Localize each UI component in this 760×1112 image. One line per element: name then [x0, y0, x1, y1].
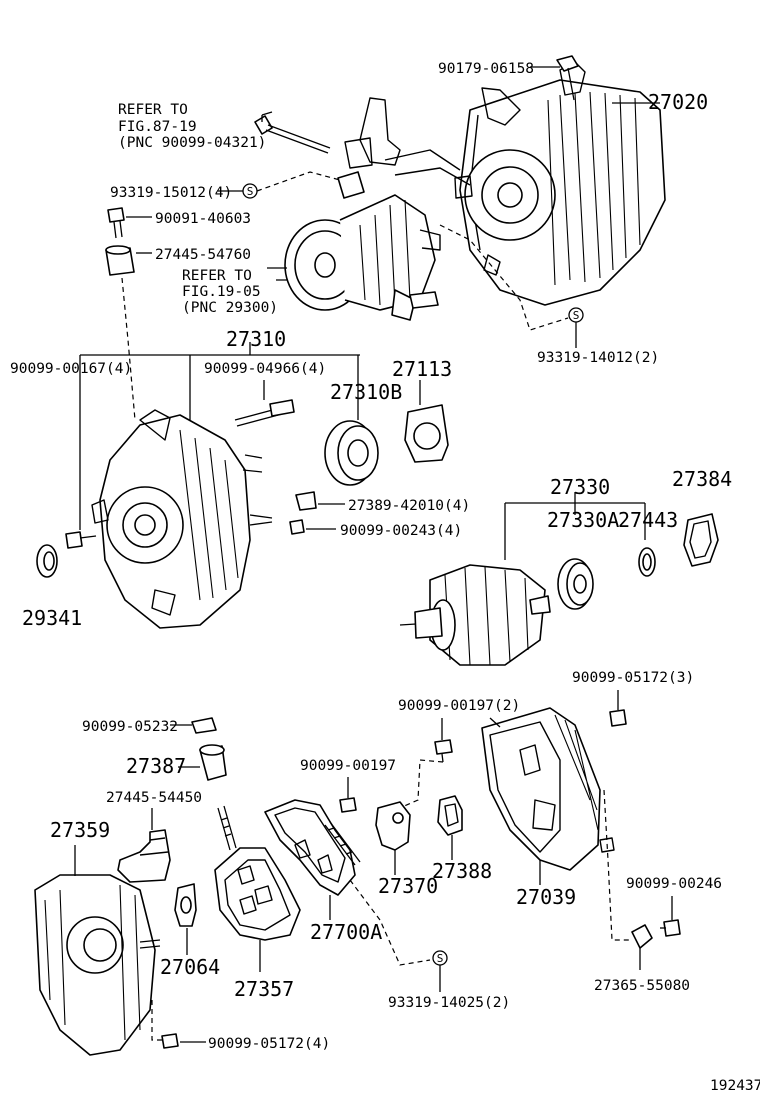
alternator-assembly-drawing [454, 61, 666, 306]
refer-note-line3: (PNC 90099-04321) [118, 135, 266, 151]
svg-text:S: S [573, 309, 580, 322]
screw-90099-00197-drawing [339, 797, 357, 813]
label-27020: 27020 [648, 90, 708, 114]
label-27064: 27064 [160, 955, 220, 979]
label-27445-54760: 27445-54760 [155, 247, 251, 263]
brush-holder-27700A-drawing [264, 799, 361, 896]
s-marker-top: S [242, 183, 258, 199]
label-27700A: 27700A [310, 920, 382, 944]
label-27330A: 27330A [547, 508, 619, 532]
figure-number: 192437 [710, 1078, 760, 1094]
label-90091-40603: 90091-40603 [155, 211, 251, 227]
mounting-bracket-drawing [344, 97, 471, 186]
gasket-27064-drawing [174, 883, 197, 927]
label-27388: 27388 [432, 859, 492, 883]
label-27357: 27357 [234, 977, 294, 1001]
collar-27445-54760-drawing [105, 245, 135, 276]
s-marker-bottom: S [432, 950, 448, 966]
terminal-27387-drawing [199, 744, 227, 781]
nut-90099-05232-drawing [191, 717, 217, 734]
refer-note-mid-line2: FIG.19-05 [182, 284, 261, 300]
screw-90099-00167-drawing [65, 531, 97, 549]
rectifier-holder-27357-drawing [214, 805, 301, 941]
clip-27389-drawing [295, 491, 317, 511]
rear-end-cover-27359-drawing [34, 874, 161, 1056]
nut-90099-00246-drawing [660, 919, 681, 937]
s-marker-right: S [568, 307, 584, 323]
drive-end-frame-drawing [91, 409, 273, 629]
svg-text:S: S [437, 952, 444, 965]
refer-note-mid-line1: REFER TO [182, 268, 252, 284]
label-90099-00246: 90099-00246 [626, 876, 722, 892]
label-27370: 27370 [378, 874, 438, 898]
label-27384: 27384 [672, 467, 732, 491]
cover-27384-drawing [683, 513, 719, 567]
nut-90099-05172-drawing [609, 709, 627, 727]
insulator-27445-54450-drawing [117, 829, 171, 883]
label-27330: 27330 [550, 475, 610, 499]
label-90099-00243: 90099-00243(4) [340, 523, 462, 539]
bolt-90091-40603-drawing [107, 207, 125, 239]
label-90099-04966: 90099-04966(4) [204, 361, 326, 377]
label-27445-54450: 27445-54450 [106, 790, 202, 806]
label-27039: 27039 [516, 885, 576, 909]
label-27113: 27113 [392, 357, 452, 381]
cover-27388-drawing [437, 795, 463, 836]
label-27387: 27387 [126, 754, 186, 778]
label-93319-14012: 93319-14012(2) [537, 350, 659, 366]
rotor-27330-drawing [399, 564, 551, 666]
refer-note-line1: REFER TO [118, 102, 188, 118]
label-29341: 29341 [22, 606, 82, 630]
rectifier-end-frame-27039-drawing [481, 707, 615, 871]
label-93319-15012: 93319-15012(4) [110, 185, 232, 201]
label-27310: 27310 [226, 327, 286, 351]
refer-note-line2: FIG.87-19 [118, 119, 197, 135]
label-90179-06158: 90179-06158 [438, 61, 534, 77]
bearing-27330A-drawing [557, 558, 594, 610]
washer-27443-drawing [638, 547, 656, 577]
vacuum-pump-drawing [284, 171, 441, 321]
label-90099-00167: 90099-00167(4) [10, 361, 132, 377]
label-93319-14025: 93319-14025(2) [388, 995, 510, 1011]
screw-90099-00197-2-drawing [434, 739, 453, 763]
label-90099-05232: 90099-05232 [82, 719, 178, 735]
label-27310B: 27310B [330, 380, 402, 404]
label-90099-05172-4: 90099-05172(4) [208, 1036, 330, 1052]
insulator-27365-55080-drawing [631, 924, 653, 949]
svg-text:S: S [247, 185, 254, 198]
label-27443: 27443 [618, 508, 678, 532]
bolt-90179-06158-drawing [556, 55, 579, 101]
label-90099-05172-3: 90099-05172(3) [572, 670, 694, 686]
retainer-plate-27113-drawing [404, 404, 449, 463]
stud-bolt-drawing [234, 399, 295, 427]
bearing-27310B-drawing [324, 420, 379, 486]
label-27389-42010: 27389-42010(4) [348, 498, 470, 514]
label-90099-00197: 90099-00197 [300, 758, 396, 774]
label-27365-55080: 27365-55080 [594, 978, 690, 994]
seal-29341-drawing [36, 544, 58, 578]
ic-regulator-27370-drawing [375, 801, 411, 851]
label-90099-00197-2: 90099-00197(2) [398, 698, 520, 714]
refer-note-mid-line3: (PNC 29300) [182, 300, 278, 316]
nut-90099-00243-drawing [289, 519, 305, 535]
label-27359: 27359 [50, 818, 110, 842]
nut-90099-05172-4-drawing [161, 1033, 179, 1049]
